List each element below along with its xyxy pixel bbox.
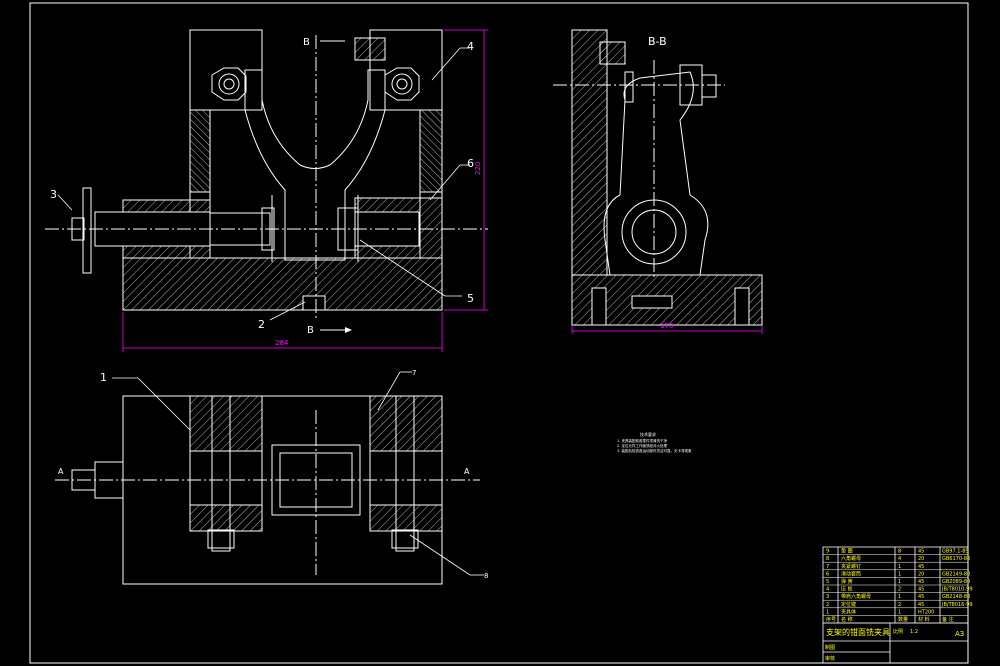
title-block-cell-name: 夹紧螺钉: [841, 563, 861, 570]
title-block-drawn: 制图: [825, 644, 835, 651]
title-block-cell-remark: JB/T8016-99: [941, 602, 973, 608]
side-dimensions: [571, 326, 763, 334]
dim-side-width: 170: [660, 322, 673, 330]
technical-notes: 技术要求 1. 夹具装配前各零件须清洗干净 2. 定位元件工作面须经淬火处理 3…: [617, 431, 692, 453]
balloon-2: 2: [258, 318, 265, 331]
title-block-drawing-title: 支架的钳面铣夹具: [826, 627, 890, 637]
title-block-cell-remark: GB2089-80: [942, 579, 970, 585]
top-section-right: A: [464, 467, 470, 476]
section-arrow-head: [345, 327, 352, 333]
title-block-cell-no: 3: [826, 594, 829, 600]
title-block-cell-name: 带肩六角螺母: [841, 593, 871, 600]
title-block-cell-no: 5: [826, 579, 829, 585]
title-block-cell-no: 6: [826, 571, 829, 577]
title-block-cell-name: 定位键: [841, 601, 856, 608]
title-block-sheet: A3: [955, 630, 964, 638]
title-block-cell-qty: 4: [898, 556, 901, 562]
title-block-cell-material: 20: [918, 556, 924, 562]
notes-line-2: 2. 定位元件工作面须经淬火处理: [617, 443, 667, 448]
front-view: [45, 29, 488, 318]
title-block-cell-material: 材 料: [918, 616, 930, 623]
title-block-cell-no: 9: [826, 549, 829, 555]
notes-line-1: 1. 夹具装配前各零件须清洗干净: [617, 438, 667, 443]
title-block-cell-qty: 2: [898, 587, 901, 593]
title-block-cell-no: 1: [826, 609, 829, 615]
balloon-5: 5: [467, 292, 474, 305]
title-block-cell-qty: 2: [898, 602, 901, 608]
top-view: [55, 395, 480, 585]
dim-front-width: 284: [275, 339, 289, 347]
section-arrow-label: B: [307, 325, 314, 336]
title-block-cell-no: 7: [826, 564, 829, 570]
balloon-4: 4: [467, 40, 474, 53]
title-block-cell-name: 六角螺母: [841, 555, 861, 562]
drawing-frame: [29, 2, 969, 664]
title-block-cell-remark: GB2148-80: [942, 594, 970, 600]
title-block-cell-qty: 1: [898, 609, 901, 615]
front-leaders: [57, 47, 470, 321]
title-block-cell-material: HT200: [918, 609, 934, 615]
front-dimensions: [122, 29, 488, 352]
title-block-checked: 审核: [825, 655, 835, 662]
title-block-cell-no: 8: [826, 556, 829, 562]
balloon-6: 6: [467, 157, 474, 170]
title-block-cell-material: 45: [918, 549, 924, 555]
title-block-cell-qty: 1: [898, 579, 901, 585]
title-block-cell-remark: 备 注: [942, 616, 954, 623]
title-block-cell-name: 压 板: [841, 586, 853, 593]
notes-title: 技术要求: [640, 431, 656, 437]
title-block-cell-name: 名 称: [841, 616, 853, 623]
title-block-cell-material: 45: [918, 587, 924, 593]
side-view: [553, 29, 763, 326]
front-section-label: B: [303, 37, 310, 48]
balloon-3: 3: [50, 188, 57, 201]
title-block-cell-qty: 1: [898, 564, 901, 570]
top-leaders: [112, 371, 484, 576]
title-block-cell-remark: GB97.1-85: [942, 549, 969, 555]
title-block-cell-remark: JB/T8010-99: [941, 587, 973, 593]
title-block-scale-label: 比例: [893, 628, 903, 635]
title-block-cell-remark: GB2149-80: [942, 571, 970, 577]
balloon-1: 1: [100, 371, 107, 384]
title-block-scale-value: 1:2: [910, 629, 918, 635]
side-section-label: B-B: [648, 35, 667, 48]
title-block-cell-no: 2: [826, 602, 829, 608]
title-block-cell-qty: 数量: [898, 616, 908, 623]
title-block-cell-name: 夹具体: [841, 608, 856, 615]
title-block-cell-name: 垫 圈: [841, 548, 853, 555]
title-block-cell-qty: 1: [898, 594, 901, 600]
title-block-cell-material: 45: [918, 564, 924, 570]
dim-front-height: 220: [474, 162, 482, 175]
balloon-7: 7: [412, 369, 416, 377]
title-block-cell-qty: 8: [898, 549, 901, 555]
title-block-cell-material: 45: [918, 579, 924, 585]
title-block-cell-no: 4: [826, 587, 829, 593]
title-block-cell-material: 45: [918, 602, 924, 608]
top-section-left: A: [58, 467, 64, 476]
title-block-cell-qty: 1: [898, 571, 901, 577]
notes-line-3: 3. 装配后检查各运动部件灵活可靠，无卡滞现象: [617, 448, 692, 453]
title-block-cell-remark: GB6170-86: [942, 556, 970, 562]
title-block-cell-name: 滑动套筒: [841, 570, 861, 577]
title-block-cell-no: 序号: [826, 616, 836, 623]
title-block-cell-material: 20: [918, 571, 924, 577]
title-block-cell-name: 弹 簧: [841, 578, 853, 585]
title-block-cell-material: 45: [918, 594, 924, 600]
balloon-8: 8: [484, 572, 488, 580]
